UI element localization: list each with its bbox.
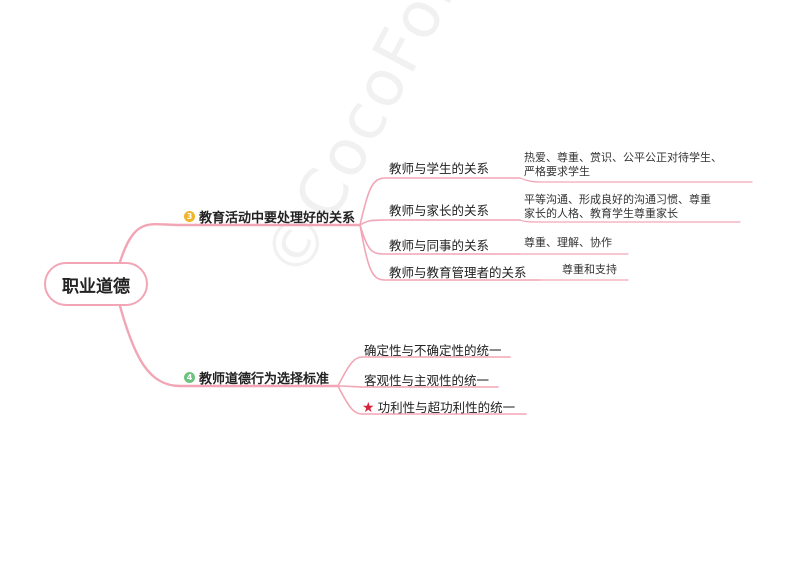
leaf-line: 热爱、尊重、赏识、公平公正对待学生、 — [524, 151, 722, 164]
node-teacher-colleague[interactable]: 教师与同事的关系 — [389, 238, 490, 253]
star-icon: ★ — [362, 400, 375, 416]
node-utility-label: 功利性与超功利性的统一 — [377, 400, 516, 415]
leaf-line: 尊重、理解、协作 — [524, 236, 612, 249]
branch-label: 教育活动中要处理好的关系 — [199, 211, 356, 226]
leaf-teacher-student: 热爱、尊重、赏识、公平公正对待学生、 严格要求学生 — [524, 151, 722, 179]
badge-3-icon: 3 — [184, 211, 195, 222]
node-teacher-student[interactable]: 教师与学生的关系 — [389, 161, 490, 176]
branch-label: 教师道德行为选择标准 — [199, 372, 330, 387]
badge-4-icon: 4 — [184, 372, 195, 383]
leaf-teacher-parent: 平等沟通、形成良好的沟通习惯、尊重 家长的人格、教育学生尊重家长 — [524, 193, 711, 221]
leaf-line: 尊重和支持 — [562, 263, 617, 276]
leaf-line: 家长的人格、教育学生尊重家长 — [524, 207, 678, 220]
leaf-teacher-manager: 尊重和支持 — [562, 263, 617, 277]
branch-criteria[interactable]: 4 教师道德行为选择标准 — [184, 368, 329, 387]
root-node[interactable]: 职业道德 — [44, 262, 148, 306]
root-label: 职业道德 — [62, 276, 130, 297]
node-objectivity[interactable]: 客观性与主观性的统一 — [364, 373, 490, 388]
node-teacher-parent[interactable]: 教师与家长的关系 — [389, 203, 490, 218]
leaf-teacher-colleague: 尊重、理解、协作 — [524, 236, 612, 250]
leaf-line: 平等沟通、形成良好的沟通习惯、尊重 — [524, 193, 711, 206]
node-teacher-manager[interactable]: 教师与教育管理者的关系 — [389, 265, 527, 280]
leaf-line: 严格要求学生 — [524, 165, 590, 178]
branch-relations[interactable]: 3 教育活动中要处理好的关系 — [184, 207, 355, 226]
node-utility[interactable]: ★功利性与超功利性的统一 — [362, 397, 515, 416]
node-certainty[interactable]: 确定性与不确定性的统一 — [364, 343, 502, 358]
